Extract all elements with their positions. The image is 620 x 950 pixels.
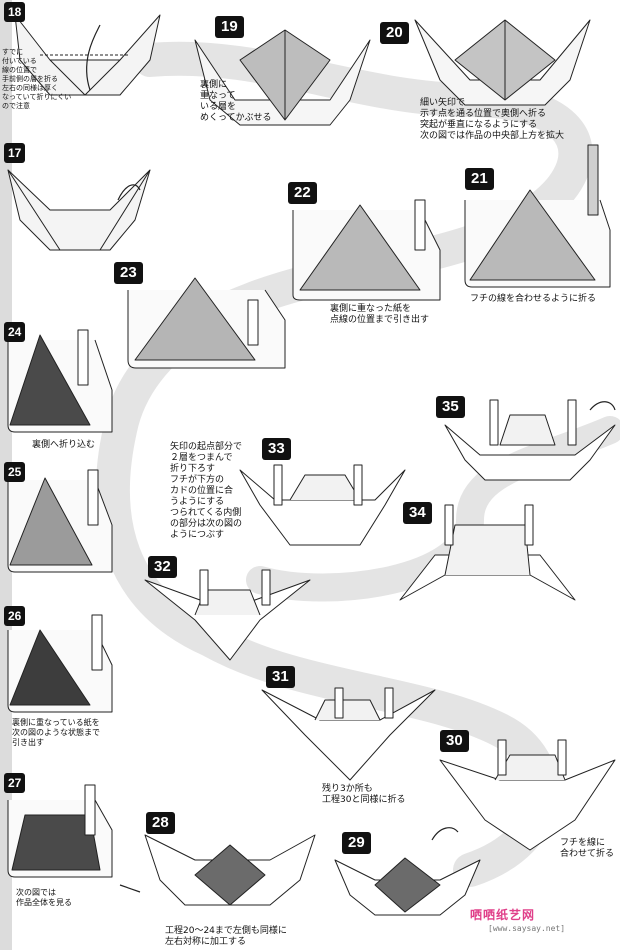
step-23-figure [127, 277, 286, 369]
step-35-figure [444, 399, 616, 481]
arrow-step-35 [589, 401, 616, 411]
step-25-figure [7, 469, 113, 573]
step-number-35: 35 [436, 396, 465, 418]
note-step-26: 裏側に重なっている紙を 次の図のような状態まで 引き出す [12, 718, 100, 747]
step-number-34: 34 [403, 502, 432, 524]
note-step-20: 細い矢印で 示す点を通る位置で奥側へ折る 突起が垂直になるようにする 次の図では… [420, 98, 565, 141]
step-22-figure [292, 199, 441, 301]
watermark-url: [www.saysay.net] [488, 924, 566, 933]
step-20-figure [414, 19, 591, 106]
watermark-brand: 哂哂纸艺网 [470, 908, 536, 922]
note-step-27: 次の図では 作品全体を見る [16, 888, 72, 907]
step-28-figure [144, 834, 316, 906]
arrow-step-18 [86, 24, 101, 91]
step-34-figure [399, 504, 576, 601]
step-number-27: 27 [4, 773, 26, 793]
arrow-step-29 [431, 827, 459, 841]
step-30-figure [439, 739, 616, 851]
step-32-figure [144, 569, 311, 661]
step-number-23: 23 [114, 262, 143, 284]
step-27-figure [7, 784, 113, 878]
step-number-20: 20 [380, 22, 409, 44]
arrow-step-17 [117, 184, 141, 201]
step-number-29: 29 [342, 832, 371, 854]
step-33-figure [239, 464, 406, 546]
step-number-26: 26 [4, 606, 26, 626]
note-step-31: 残り3か所も 工程30と同様に折る [322, 784, 406, 805]
step-18-figure [14, 14, 161, 96]
step-26-figure [7, 614, 113, 713]
note-step-18: すでに 付いている 線の位置で 手前側の層を折る 左右の同様は厚く なっていて折… [2, 48, 72, 110]
step-29-figure [334, 857, 481, 916]
step-number-33: 33 [262, 438, 291, 460]
arrow-step-27-to-28 [119, 884, 141, 893]
step-number-18: 18 [4, 2, 26, 22]
step-21-figure [464, 144, 611, 288]
note-step-19: 裏側に 重なって いる層を めくってかぶせる [200, 80, 272, 123]
note-step-30: フチを線に 合わせて折る [560, 838, 615, 859]
step-31-figure [261, 687, 436, 781]
step-number-28: 28 [146, 812, 175, 834]
step-17-figure [7, 169, 151, 251]
note-step-28: 工程20〜24まで左側も同様に 左右対称に加工する [165, 926, 287, 947]
step-number-32: 32 [148, 556, 177, 578]
step-number-17: 17 [4, 143, 26, 163]
note-step-33: 矢印の起点部分で ２層をつまんで 折り下ろす フチが下方の カドの位置に合 うよ… [170, 442, 243, 540]
step-number-24: 24 [4, 322, 26, 342]
note-step-24: 裏側へ折り込む [32, 440, 96, 450]
step-number-30: 30 [440, 730, 469, 752]
step-number-31: 31 [266, 666, 295, 688]
note-step-21: フチの線を合わせるように折る [470, 294, 597, 304]
step-number-22: 22 [288, 182, 317, 204]
step-19-figure [194, 29, 371, 126]
step-number-25: 25 [4, 462, 26, 482]
note-step-22: 裏側に重なった紙を 点線の位置まで引き出す [330, 304, 430, 325]
step-24-figure [7, 329, 113, 433]
step-number-19: 19 [215, 16, 244, 38]
step-number-21: 21 [465, 168, 494, 190]
